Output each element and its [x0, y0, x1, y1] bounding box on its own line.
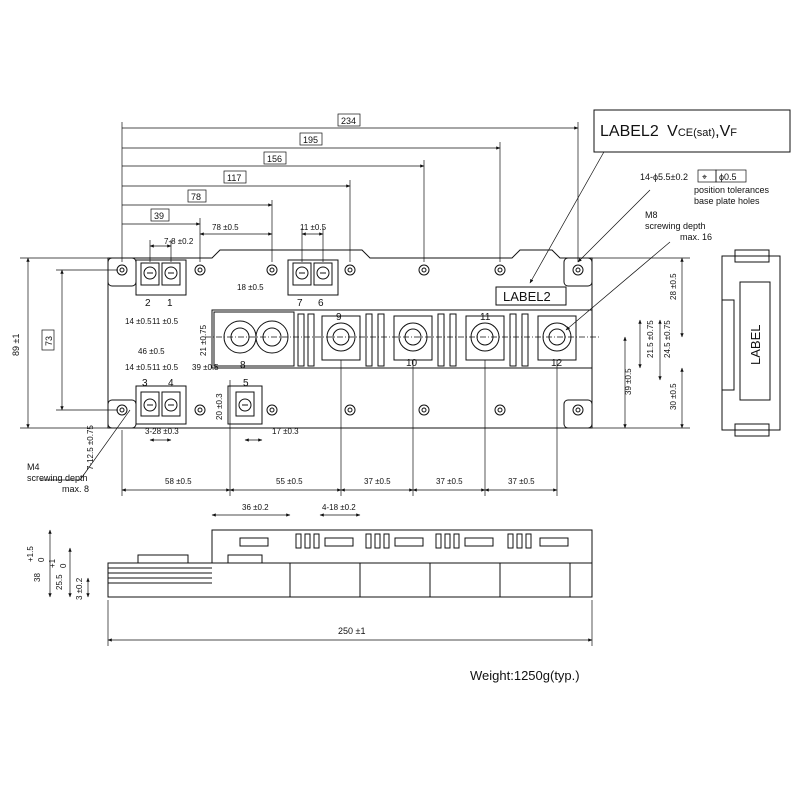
- svg-text:base plate holes: base plate holes: [694, 196, 760, 206]
- svg-text:234: 234: [341, 116, 356, 126]
- svg-text:117: 117: [227, 173, 241, 183]
- svg-text:0: 0: [37, 557, 46, 562]
- svg-text:39 ±0.5: 39 ±0.5: [624, 368, 633, 395]
- svg-text:55 ±0.5: 55 ±0.5: [276, 477, 303, 486]
- power-terminal-strip: [211, 309, 593, 369]
- svg-text:max. 8: max. 8: [62, 484, 89, 494]
- svg-text:11 ±0.5: 11 ±0.5: [152, 317, 179, 326]
- svg-text:⌖: ⌖: [702, 172, 707, 182]
- main-terminal-10: [393, 315, 433, 361]
- svg-text:5: 5: [243, 378, 249, 389]
- svg-text:7: 7: [297, 298, 303, 309]
- barrier-ribs: [297, 313, 529, 367]
- callout-box: LABEL2 VCE(sat),VF: [593, 109, 791, 153]
- svg-text:46 ±0.5: 46 ±0.5: [138, 347, 165, 356]
- svg-text:37 ±0.5: 37 ±0.5: [508, 477, 535, 486]
- svg-text:12: 12: [551, 358, 563, 369]
- svg-text:11 ±0.5: 11 ±0.5: [152, 363, 179, 372]
- module-label-frame: [495, 286, 567, 306]
- svg-text:28 ±0.5: 28 ±0.5: [669, 273, 678, 300]
- svg-text:30 ±0.5: 30 ±0.5: [669, 383, 678, 410]
- holes-note: 14-ϕ5.5±0.2 ⌖ ϕ0.5 position tolerances b…: [640, 169, 770, 206]
- svg-text:39: 39: [154, 211, 164, 221]
- svg-text:250 ±1: 250 ±1: [338, 626, 365, 636]
- svg-text:38: 38: [33, 573, 42, 582]
- main-terminal-8: [213, 311, 295, 367]
- module-label-text: LABEL2: [503, 289, 551, 304]
- svg-text:58 ±0.5: 58 ±0.5: [165, 477, 192, 486]
- svg-text:6: 6: [318, 298, 324, 309]
- module-outline: [107, 249, 593, 429]
- svg-text:11: 11: [480, 312, 491, 323]
- svg-text:14-ϕ5.5±0.2: 14-ϕ5.5±0.2: [640, 172, 688, 182]
- m4-note: M4 screwing depth max. 8: [27, 462, 89, 494]
- svg-text:position tolerances: position tolerances: [694, 185, 770, 195]
- svg-text:156: 156: [267, 154, 282, 164]
- svg-text:73: 73: [44, 336, 54, 346]
- main-terminal-12: [537, 315, 577, 361]
- svg-text:195: 195: [303, 135, 318, 145]
- svg-text:7-8 ±0.2: 7-8 ±0.2: [164, 237, 194, 246]
- svg-text:39 ±0.5: 39 ±0.5: [192, 363, 219, 372]
- svg-text:3-28 ±0.3: 3-28 ±0.3: [145, 427, 179, 436]
- svg-text:37 ±0.5: 37 ±0.5: [364, 477, 391, 486]
- svg-text:3 ±0.2: 3 ±0.2: [75, 577, 84, 600]
- svg-text:screwing depth: screwing depth: [645, 221, 706, 231]
- svg-text:LABEL2 VCE(sat),VF: LABEL2 VCE(sat),VF: [600, 123, 737, 140]
- svg-text:9: 9: [336, 312, 342, 323]
- svg-text:24.5 ±0.75: 24.5 ±0.75: [663, 320, 672, 358]
- svg-text:18 ±0.5: 18 ±0.5: [237, 283, 264, 292]
- aux-terminal-7-6: [287, 259, 339, 296]
- aux-terminal-5: [227, 385, 263, 425]
- base-plate-holes: [116, 264, 584, 416]
- top-dimension-values: 234 195 156 117 78 39 78 ±0.5 7-8 ±0.2 1…: [125, 113, 361, 372]
- pin-numbers: 2 1 7 6 9 10 11 12 8 3 4 5: [142, 298, 563, 389]
- svg-text:36 ±0.2: 36 ±0.2: [242, 503, 269, 512]
- profile-view: [107, 529, 593, 598]
- svg-text:4: 4: [168, 378, 174, 389]
- svg-text:2: 2: [145, 298, 151, 309]
- weight-text: Weight:1250g(typ.): [470, 668, 580, 683]
- svg-text:21.5 ±0.75: 21.5 ±0.75: [646, 320, 655, 358]
- dimension-lines: [20, 122, 690, 646]
- profile-dimension-values: 36 ±0.2 4-18 ±0.2 38 +1.5 0 25.5 +1 0 3 …: [26, 503, 365, 636]
- svg-text:4-18 ±0.2: 4-18 ±0.2: [322, 503, 356, 512]
- svg-text:max. 16: max. 16: [680, 232, 712, 242]
- side-dimension-values: 89 ±1 73 21 ±0.75 28 ±0.5 21.5 ±0.75 24.…: [11, 273, 678, 470]
- top-view: [107, 249, 600, 429]
- svg-text:+1: +1: [48, 558, 57, 568]
- svg-text:14 ±0.5: 14 ±0.5: [125, 363, 152, 372]
- svg-text:20 ±0.3: 20 ±0.3: [215, 393, 224, 420]
- svg-text:screwing depth: screwing depth: [27, 473, 88, 483]
- svg-text:11 ±0.5: 11 ±0.5: [300, 223, 327, 232]
- svg-text:3: 3: [142, 378, 148, 389]
- svg-text:78: 78: [191, 192, 201, 202]
- callout-label: LABEL2: [600, 123, 659, 140]
- svg-text:7-12.5 ±0.75: 7-12.5 ±0.75: [86, 425, 95, 470]
- svg-text:14 ±0.5: 14 ±0.5: [125, 317, 152, 326]
- svg-text:8: 8: [240, 360, 246, 371]
- svg-text:10: 10: [406, 358, 418, 369]
- side-label-text: LABEL: [748, 325, 763, 365]
- svg-text:89 ±1: 89 ±1: [11, 334, 21, 356]
- svg-text:1: 1: [167, 298, 173, 309]
- svg-text:M4: M4: [27, 462, 40, 472]
- svg-text:0: 0: [59, 563, 68, 568]
- svg-text:ϕ0.5: ϕ0.5: [719, 172, 737, 182]
- side-view: [721, 249, 781, 437]
- svg-text:17 ±0.3: 17 ±0.3: [272, 427, 299, 436]
- svg-text:78 ±0.5: 78 ±0.5: [212, 223, 239, 232]
- svg-text:25.5: 25.5: [55, 574, 64, 590]
- m8-note: M8 screwing depth max. 16: [645, 210, 712, 242]
- aux-terminal-3-4: [135, 385, 187, 425]
- svg-text:37 ±0.5: 37 ±0.5: [436, 477, 463, 486]
- aux-terminal-2-1: [135, 259, 187, 296]
- bottom-dimension-values: 3-28 ±0.3 17 ±0.3 58 ±0.5 55 ±0.5 37 ±0.…: [145, 427, 535, 486]
- svg-text:21 ±0.75: 21 ±0.75: [199, 324, 208, 356]
- svg-text:+1.5: +1.5: [26, 546, 35, 562]
- svg-text:M8: M8: [645, 210, 658, 220]
